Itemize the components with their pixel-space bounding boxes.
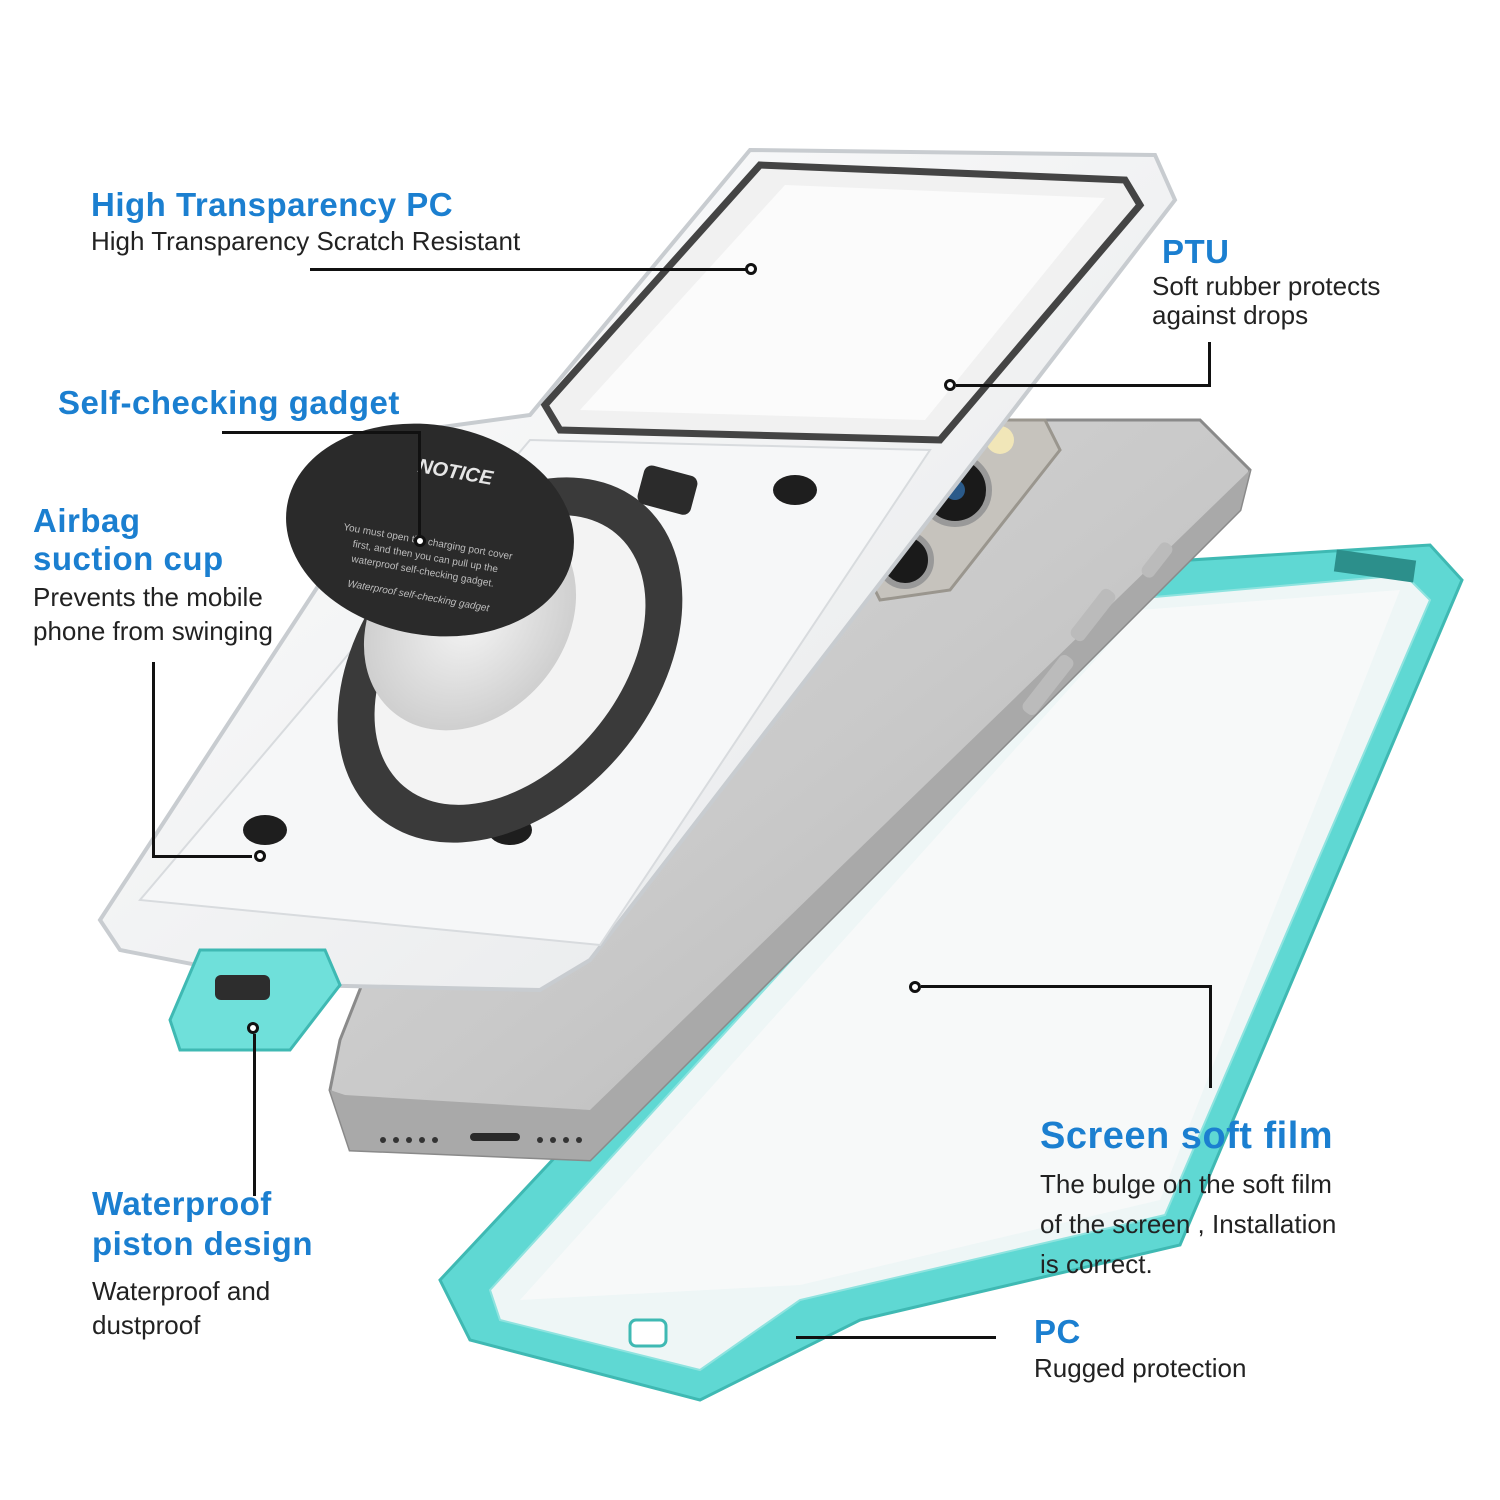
callout-high-transparency-pc: High Transparency PC High Transparency S… — [91, 186, 520, 258]
leader-line — [796, 1336, 996, 1339]
leader-line — [152, 855, 252, 858]
teal-bumper-frame — [438, 543, 1464, 1402]
suction-pad-icon — [243, 815, 287, 845]
callout-title: Waterproof — [92, 1185, 272, 1222]
callout-dot — [909, 981, 921, 993]
callout-title: PTU — [1162, 233, 1230, 270]
charging-port-icon — [470, 1133, 520, 1141]
callout-desc: dustproof — [92, 1310, 201, 1340]
callout-desc: of the screen , Installation — [1040, 1209, 1337, 1239]
leader-line — [1208, 342, 1211, 386]
callout-title: Screen soft film — [1040, 1115, 1334, 1157]
leader-line — [253, 1034, 256, 1196]
callout-desc: against drops — [1152, 300, 1309, 330]
callout-dot — [414, 535, 426, 547]
callout-self-checking-gadget: Self-checking gadget — [58, 384, 400, 422]
suction-pad-icon — [773, 475, 817, 505]
callout-dot — [745, 263, 757, 275]
clear-back-case — [97, 147, 1178, 1052]
callout-desc: Soft rubber protects — [1152, 271, 1381, 301]
callout-title: PC — [1034, 1313, 1081, 1350]
callout-title: piston design — [92, 1225, 313, 1262]
speaker-grille-icon — [380, 1137, 582, 1143]
callout-desc: High Transparency Scratch Resistant — [91, 226, 521, 256]
callout-desc: Prevents the mobile — [33, 582, 263, 612]
callout-title: Self-checking gadget — [58, 384, 400, 421]
callout-desc: Rugged protection — [1034, 1353, 1247, 1383]
leader-line — [1209, 985, 1212, 1088]
callout-desc: is correct. — [1040, 1249, 1153, 1279]
callout-title: suction cup — [33, 540, 224, 577]
callout-pc: PC Rugged protection — [1034, 1313, 1246, 1385]
callout-airbag-suction-cup: Airbag suction cup Prevents the mobile p… — [33, 502, 273, 648]
leader-line — [921, 985, 1211, 988]
callout-desc: The bulge on the soft film — [1040, 1169, 1332, 1199]
callout-ptu: PTU Soft rubber protects against drops — [1152, 233, 1380, 329]
leader-line — [310, 268, 750, 271]
waterproof-piston-icon — [168, 948, 342, 1052]
callout-title: High Transparency PC — [91, 186, 454, 223]
callout-dot — [247, 1022, 259, 1034]
callout-screen-soft-film: Screen soft film The bulge on the soft f… — [1040, 1114, 1336, 1284]
callout-waterproof-piston: Waterproof piston design Waterproof and … — [92, 1184, 313, 1342]
leader-line — [418, 431, 421, 535]
callout-title: Airbag — [33, 502, 141, 539]
notice-disc: NOTICE You must open the charging port c… — [286, 423, 574, 637]
callout-desc: phone from swinging — [33, 616, 273, 646]
leader-line — [956, 384, 1211, 387]
callout-dot — [944, 379, 956, 391]
leader-line — [222, 431, 420, 434]
leader-line — [152, 662, 155, 857]
callout-desc: Waterproof and — [92, 1276, 271, 1306]
callout-dot — [254, 850, 266, 862]
